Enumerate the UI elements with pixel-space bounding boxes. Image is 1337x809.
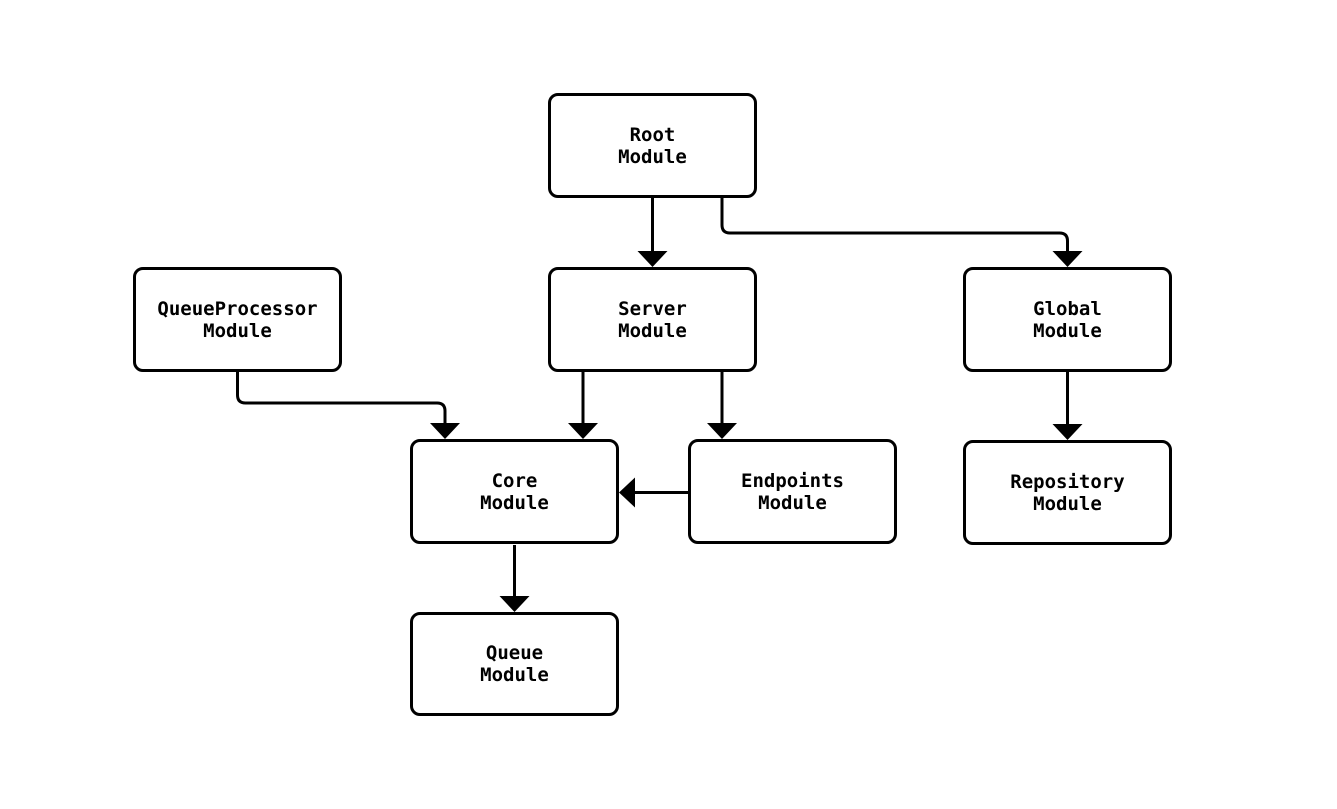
node-root-module-label: Root Module xyxy=(618,123,687,168)
node-core-module-label: Core Module xyxy=(480,469,549,514)
node-root-module: Root Module xyxy=(548,93,757,198)
node-queue-module-label: Queue Module xyxy=(480,642,549,686)
node-queueprocessor-module: QueueProcessor Module xyxy=(133,267,342,372)
edge-queueprocessor-to-core xyxy=(236,372,460,439)
node-endpoints-module: Endpoints Module xyxy=(688,439,897,544)
node-queue-module: Queue Module xyxy=(410,612,619,716)
node-server-module: Server Module xyxy=(548,267,757,372)
node-global-module: Global Module xyxy=(963,267,1172,372)
edge-root-to-global xyxy=(720,198,1083,267)
node-global-module-label: Global Module xyxy=(1033,297,1102,342)
node-queueprocessor-module-label: QueueProcessor Module xyxy=(157,297,318,342)
node-repository-module: Repository Module xyxy=(963,440,1172,545)
node-server-module-label: Server Module xyxy=(618,297,687,342)
node-core-module: Core Module xyxy=(410,439,619,544)
node-endpoints-module-label: Endpoints Module xyxy=(741,469,844,514)
node-repository-module-label: Repository Module xyxy=(1010,470,1125,515)
